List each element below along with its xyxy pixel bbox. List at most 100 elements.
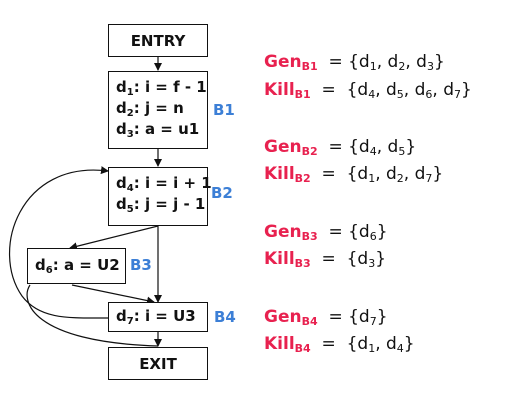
separator: , <box>375 80 386 100</box>
def-letter: d <box>116 195 127 213</box>
def-letter: d <box>116 78 127 96</box>
def-letter: d <box>386 164 397 184</box>
def-index: 1 <box>368 172 376 185</box>
separator: , <box>432 80 444 100</box>
keyword-block: B1 <box>301 60 318 73</box>
edge-b3-b4 <box>71 284 155 305</box>
close-brace: } <box>375 249 387 269</box>
statement: d7: i = U3 <box>116 306 196 327</box>
entry-node: ENTRY <box>108 24 208 57</box>
keyword-block: B4 <box>294 342 311 355</box>
close-brace: } <box>376 222 388 242</box>
block-b1-label: B1 <box>213 101 235 119</box>
def-letter: d <box>443 80 455 100</box>
close-brace: } <box>376 307 388 327</box>
def-index: 2 <box>396 172 404 185</box>
def-index: 2 <box>126 108 134 119</box>
def-index: 6 <box>369 230 377 243</box>
def-letter: d <box>387 137 399 157</box>
def-letter: d <box>357 334 369 354</box>
def-index: 3 <box>368 257 376 270</box>
keyword-text: Gen <box>264 222 302 242</box>
statement: d4: i = i + 1 <box>116 173 212 194</box>
def-index: 1 <box>126 87 134 98</box>
def-letter: d <box>35 256 46 274</box>
statement-text: : i = i + 1 <box>133 174 212 192</box>
def-letter: d <box>386 80 397 100</box>
block-b3-statements: d6: a = U2 <box>35 255 120 276</box>
def-index: 7 <box>369 315 377 328</box>
def-index: 4 <box>396 342 404 355</box>
equation-gen-b1: GenB1 = {d1, d2, d3} <box>264 52 445 73</box>
def-index: 5 <box>398 145 406 158</box>
equation-gen-b3: GenB3 = {d6} <box>264 222 388 243</box>
def-letter: d <box>387 52 399 72</box>
equation-gen-b4: GenB4 = {d7} <box>264 307 388 328</box>
equals-brace: = { <box>310 249 358 269</box>
equation-kill-b1: KillB1 = {d4, d5, d6, d7} <box>264 80 472 101</box>
def-letter: d <box>414 164 426 184</box>
separator: , <box>376 52 388 72</box>
equation-value: = {d1, d2, d3} <box>317 52 444 73</box>
equation-value: = {d4, d5} <box>317 137 416 158</box>
def-index: 3 <box>426 60 434 73</box>
keyword-text: Kill <box>264 80 295 100</box>
statement: d6: a = U2 <box>35 255 120 276</box>
equals-brace: = { <box>310 334 358 354</box>
keyword-text: Gen <box>264 52 302 72</box>
def-letter: d <box>116 99 127 117</box>
def-index: 6 <box>45 265 53 276</box>
statement: d3: a = u1 <box>116 119 207 140</box>
exit-node: EXIT <box>108 347 208 380</box>
equation-keyword: KillB2 <box>264 164 311 185</box>
statement-text: : j = j - 1 <box>133 195 206 213</box>
def-letter: d <box>116 307 127 325</box>
block-b3: d6: a = U2 <box>27 248 126 284</box>
keyword-text: Kill <box>264 249 295 269</box>
equals-brace: = { <box>310 80 358 100</box>
keyword-block: B3 <box>301 230 318 243</box>
def-index: 1 <box>368 342 376 355</box>
keyword-text: Kill <box>264 164 295 184</box>
equation-kill-b2: KillB2 = {d1, d2, d7} <box>264 164 443 185</box>
keyword-text: Gen <box>264 137 302 157</box>
def-index: 1 <box>369 60 377 73</box>
edge-b2-b3 <box>69 225 159 251</box>
def-letter: d <box>357 80 369 100</box>
block-b4: d7: i = U3 <box>108 302 208 332</box>
def-index: 7 <box>425 172 433 185</box>
keyword-block: B4 <box>301 315 318 328</box>
separator: , <box>403 164 415 184</box>
block-b3-label: B3 <box>130 256 152 274</box>
statement-text: : i = U3 <box>133 307 196 325</box>
def-index: 4 <box>369 145 377 158</box>
equation-value: = {d1, d4} <box>310 334 415 355</box>
equals-brace: = { <box>317 137 359 157</box>
def-letter: d <box>386 334 397 354</box>
statement: d2: j = n <box>116 98 207 119</box>
def-index: 3 <box>126 129 134 140</box>
equation-value: = {d7} <box>317 307 388 328</box>
statement-text: : a = u1 <box>133 120 200 138</box>
equals-brace: = { <box>317 52 359 72</box>
equation-gen-b2: GenB2 = {d4, d5} <box>264 137 416 158</box>
separator: , <box>375 164 386 184</box>
equation-keyword: GenB2 <box>264 137 318 158</box>
close-brace: } <box>432 164 444 184</box>
equals-brace: = { <box>317 307 359 327</box>
def-letter: d <box>358 222 370 242</box>
def-index: 5 <box>396 88 404 101</box>
equation-keyword: GenB4 <box>264 307 318 328</box>
equation-keyword: KillB3 <box>264 249 311 270</box>
def-index: 2 <box>398 60 406 73</box>
def-letter: d <box>358 307 370 327</box>
equation-keyword: GenB3 <box>264 222 318 243</box>
equation-keyword: KillB4 <box>264 334 311 355</box>
exit-label: EXIT <box>139 354 177 373</box>
def-letter: d <box>416 52 427 72</box>
statement-text: : j = n <box>133 99 184 117</box>
keyword-block: B3 <box>294 257 311 270</box>
